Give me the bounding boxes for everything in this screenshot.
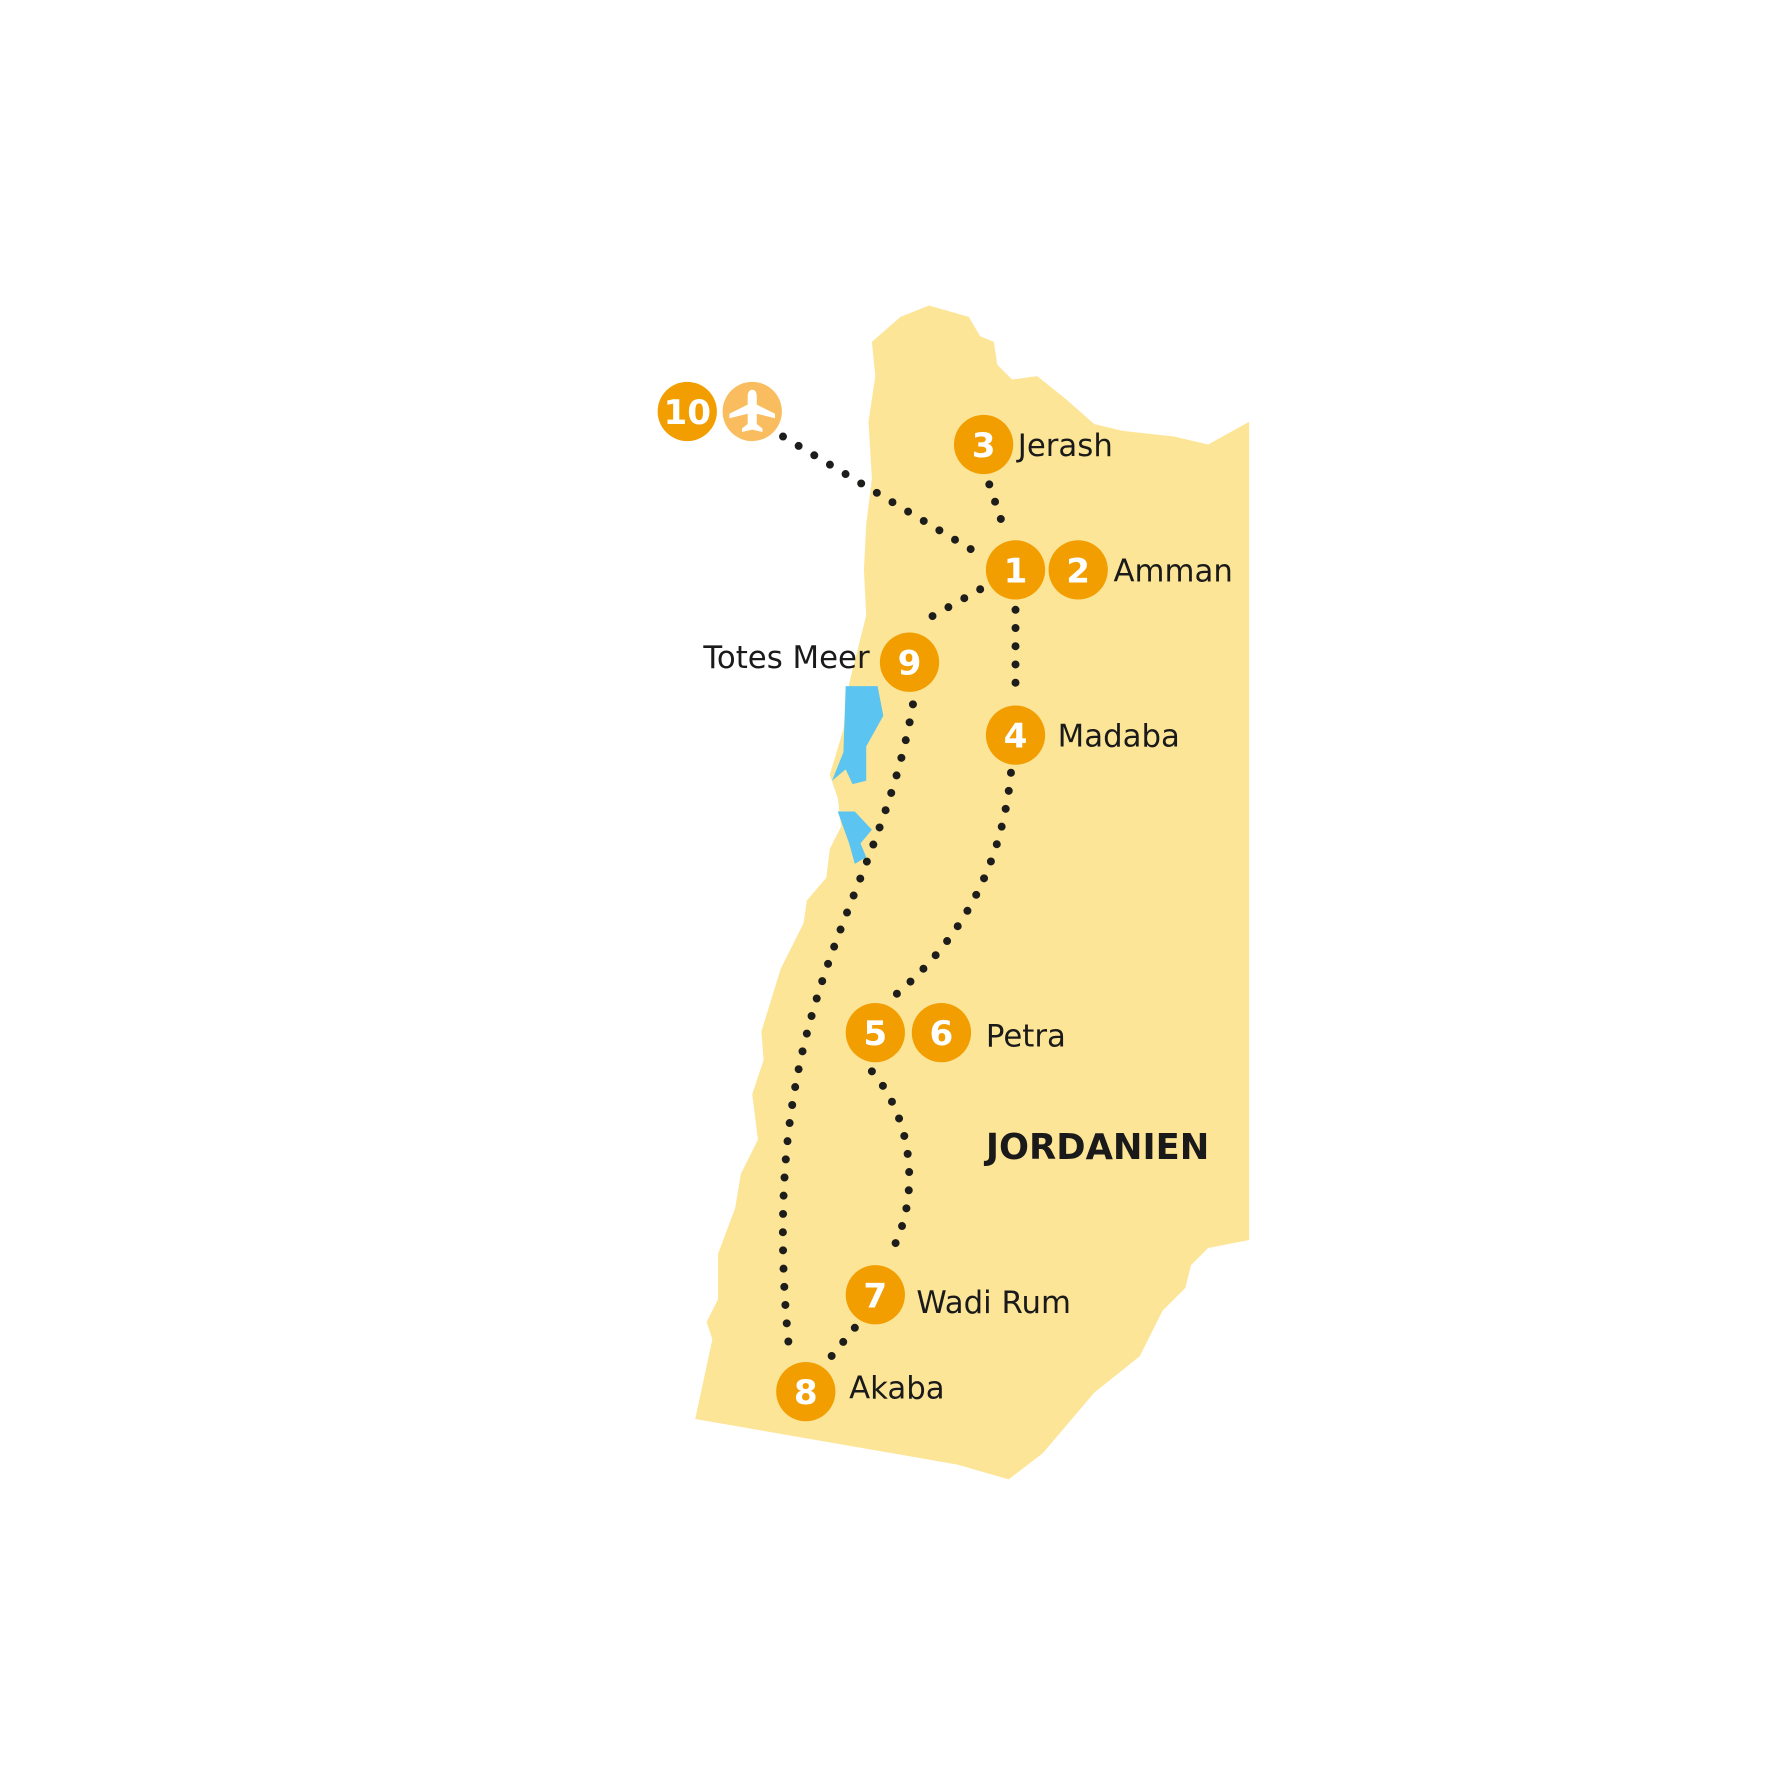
label-amman: Amman <box>1114 553 1233 589</box>
label-wadi-rum: Wadi Rum <box>916 1285 1071 1321</box>
label-akaba: Akaba <box>849 1370 945 1406</box>
stop-number: 3 <box>972 426 996 466</box>
stop-number: 2 <box>1066 551 1090 591</box>
label-totes-meer: Totes Meer <box>702 640 870 676</box>
label-jerash: Jerash <box>1016 428 1113 464</box>
stop-10: 10 <box>657 381 717 442</box>
stop-number: 7 <box>863 1276 887 1316</box>
stop-number: 4 <box>1004 717 1028 757</box>
label-petra: Petra <box>986 1018 1066 1054</box>
stop-9: 9 <box>879 632 940 692</box>
route-airport-amman <box>779 432 987 561</box>
stop-2: 2 <box>1048 540 1108 600</box>
stop-1: 1 <box>985 540 1046 600</box>
stop-number: 5 <box>863 1014 887 1054</box>
label-madaba: Madaba <box>1058 719 1180 755</box>
stop-number: 9 <box>898 644 922 684</box>
airport-marker <box>722 381 782 442</box>
dead-sea-south <box>837 811 872 864</box>
stop-8: 8 <box>776 1361 836 1422</box>
stop-5: 5 <box>845 1002 905 1063</box>
stop-number: 6 <box>930 1014 954 1054</box>
route-wadi-rum-akaba <box>824 1323 859 1364</box>
airplane-icon <box>729 389 776 432</box>
stop-4: 4 <box>985 705 1046 765</box>
stop-3: 3 <box>953 414 1014 475</box>
stop-number: 8 <box>794 1373 818 1413</box>
route-amman-dead-sea <box>913 585 985 629</box>
stop-number: 1 <box>1004 551 1028 591</box>
jordan-land <box>695 305 1250 1480</box>
route-madaba-petra <box>887 768 1015 1003</box>
label-country: JORDANIEN <box>984 1127 1209 1168</box>
stop-6: 6 <box>911 1002 972 1063</box>
stop-number: 10 <box>663 393 711 433</box>
stop-7: 7 <box>845 1265 905 1325</box>
dead-sea <box>832 686 884 785</box>
